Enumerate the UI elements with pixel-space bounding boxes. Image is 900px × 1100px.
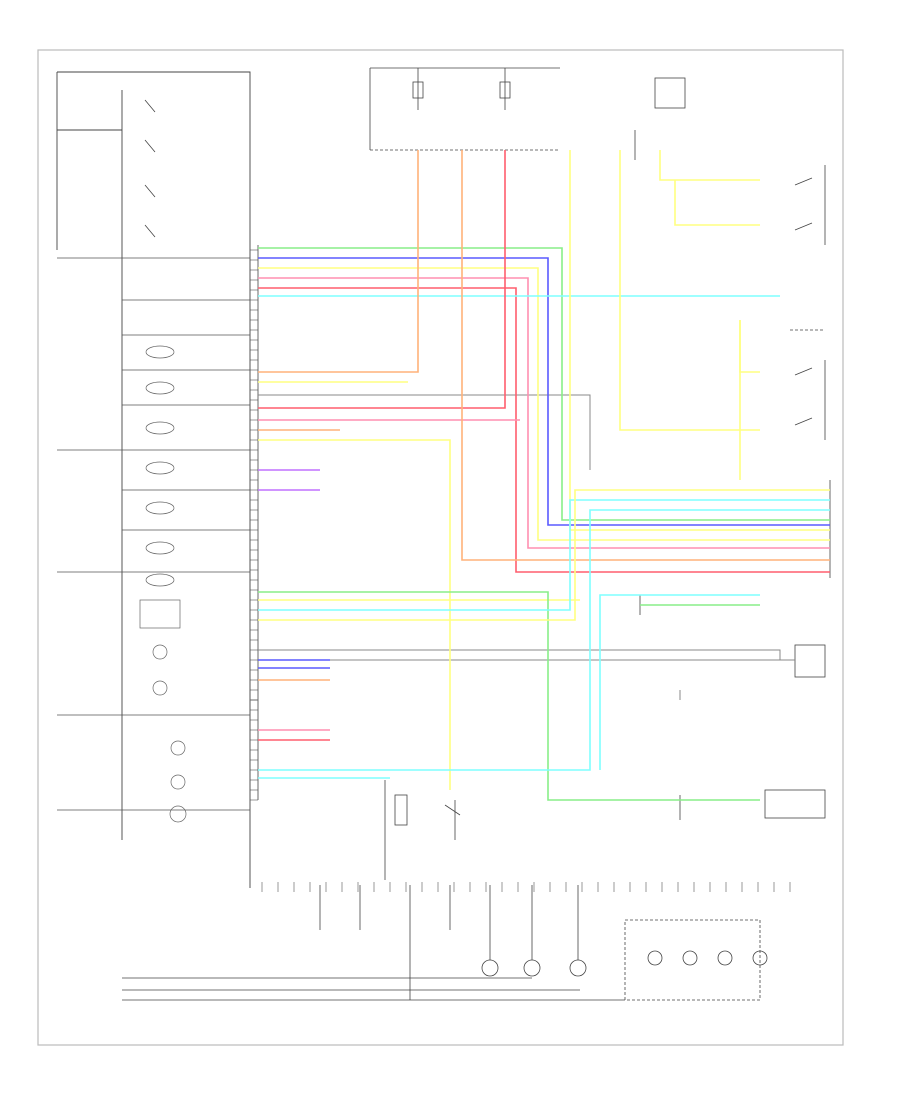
gauge-icon [145,501,175,515]
gray-wires [250,394,795,701]
lamp-icon [169,805,187,823]
lamp-icon [752,950,768,966]
lamp-icon [523,959,541,977]
gauge-icon [145,381,175,395]
cluster-switches [144,99,156,238]
gauge-icon [145,345,175,359]
gauge-icon [145,573,175,587]
lamp-icon [170,774,186,790]
module-icon [794,644,826,678]
lamp-icon [569,959,587,977]
gauge-icon [145,461,175,475]
bottom-components [122,595,768,1001]
fuse-box-icon [654,77,686,109]
connector-pins [250,249,258,801]
gauge-symbols [139,345,187,823]
lamp-icon [682,950,698,966]
lamp-icon [717,950,733,966]
cluster-rows [57,257,250,811]
colored-wires [258,150,830,801]
door-switches [764,165,831,819]
display-icon [139,599,181,629]
lamp-icon [481,959,499,977]
lamp-icon [152,644,168,660]
instrument-cluster-outline [57,71,251,888]
power-feed-section [369,67,686,160]
gauge-icon [145,541,175,555]
bottom-connector-pins [261,882,791,892]
lamp-icon [647,950,663,966]
gauge-icon [145,421,175,435]
diagram-frame [37,49,844,1046]
lamp-icon [152,680,168,696]
lamp-icon [170,740,186,756]
module-icon [764,789,826,819]
